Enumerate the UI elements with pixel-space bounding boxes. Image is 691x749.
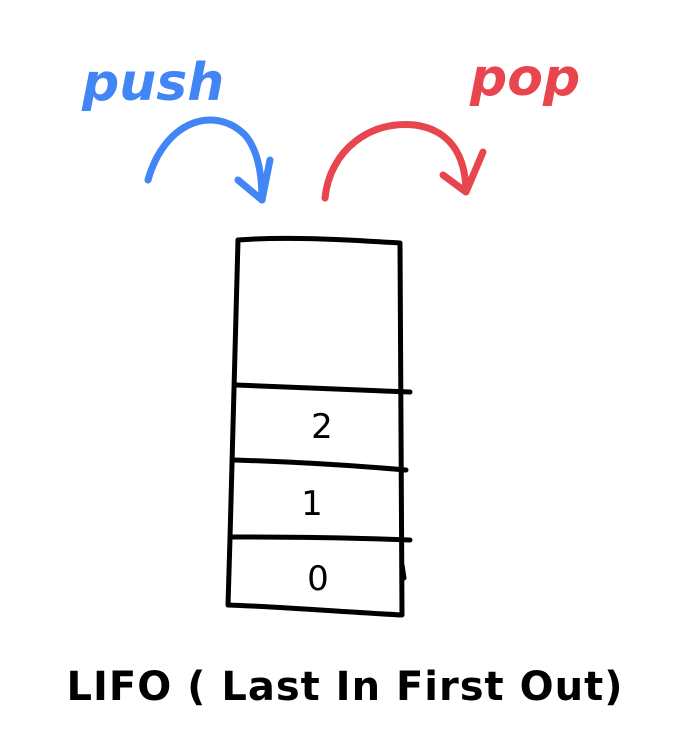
push-group: push bbox=[81, 53, 274, 204]
push-arrow-curve bbox=[144, 116, 266, 204]
caption: LIFO ( Last In First Out) bbox=[67, 664, 624, 710]
stack-divider-3 bbox=[227, 534, 413, 543]
stack bbox=[225, 235, 413, 618]
pop-label: pop bbox=[469, 48, 580, 108]
stack-outline bbox=[225, 235, 405, 618]
pop-arrow-icon bbox=[321, 120, 487, 202]
stack-cell-0: 0 bbox=[307, 559, 329, 599]
stack-divider-1 bbox=[233, 382, 413, 395]
pop-arrow-head bbox=[439, 148, 487, 196]
stack-cell-1: 1 bbox=[301, 484, 323, 524]
stack-divider-2 bbox=[231, 457, 409, 473]
pop-group: pop bbox=[321, 48, 580, 202]
push-arrow-icon bbox=[144, 116, 274, 204]
push-label: push bbox=[81, 53, 224, 113]
stack-cell-2: 2 bbox=[311, 407, 333, 447]
stack-cells: 2 1 0 bbox=[301, 407, 333, 599]
pop-arrow-curve bbox=[321, 120, 470, 202]
push-arrow-head bbox=[234, 156, 274, 204]
stack-edge-mark bbox=[399, 562, 407, 581]
